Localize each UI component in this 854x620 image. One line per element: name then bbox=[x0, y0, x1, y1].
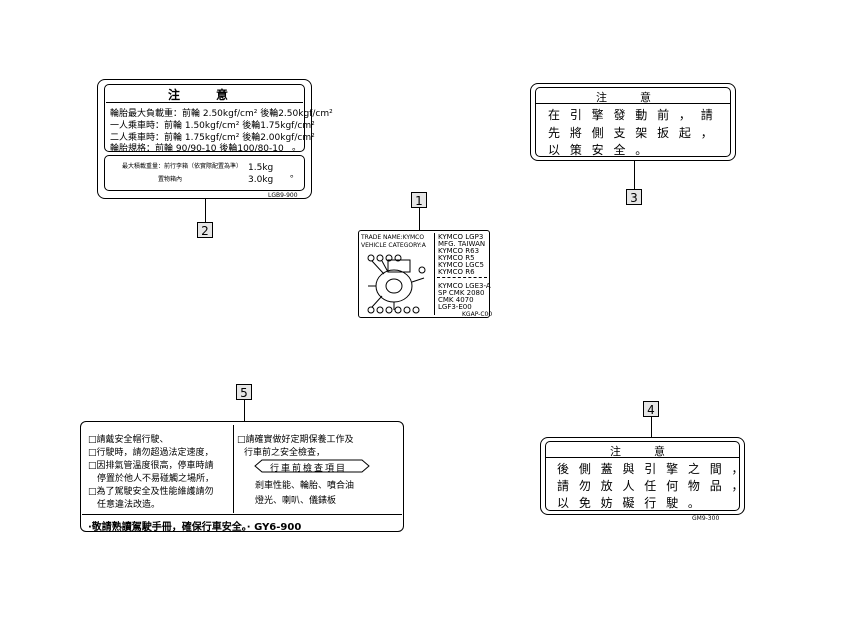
label-1-code: KGAP-C00 bbox=[462, 311, 493, 318]
label-5-footer: ·敬請熟讀駕駛手冊，確保行車安全。· GY6-900 bbox=[88, 522, 302, 533]
callout-4: 4 bbox=[643, 401, 659, 417]
callout-3: 3 bbox=[626, 189, 642, 205]
label-5-divider bbox=[233, 425, 234, 513]
label-2-row-4: 輪胎規格：前輪 90/90-10 後輪100/80-10 bbox=[110, 144, 284, 154]
label-5-left-line-6: 任意違法改造。 bbox=[88, 500, 161, 510]
label-2-row-2: 一人乘車時：前輪 1.50kgf/cm² 後輪1.75kgf/cm² bbox=[110, 121, 315, 131]
label-3-title-rule bbox=[536, 103, 730, 104]
callout-5: 5 bbox=[236, 384, 252, 400]
label-2-row-4-mark: 。 bbox=[292, 143, 302, 153]
label-4-outer bbox=[540, 437, 745, 515]
label-1-right-line-9: CMK 4070 bbox=[438, 296, 474, 304]
label-1-right-line-7: KYMCO LGE3-A bbox=[438, 282, 491, 290]
label-1-frame bbox=[358, 230, 490, 318]
label-5-footer-rule bbox=[82, 514, 402, 515]
label-2-bottom-right-2: 3.0kg bbox=[248, 175, 274, 185]
label-5-left-line-5: □為了駕駛安全及性能維護請勿 bbox=[88, 487, 214, 497]
label-2-inner-bottom bbox=[104, 155, 305, 191]
label-2-outer bbox=[97, 79, 312, 199]
label-3-title: 注 意 bbox=[596, 91, 651, 104]
label-5-right-line-1: □請確實做好定期保養工作及 bbox=[237, 435, 354, 445]
leader-line-3 bbox=[634, 161, 635, 189]
label-5-left-line-2: □行駛時，請勿超過法定速度， bbox=[88, 448, 214, 458]
label-1-trade-name: TRADE NAME:KYMCO bbox=[361, 234, 425, 241]
label-5-left-line-3: □因排氣管溫度很高，停車時請 bbox=[88, 461, 214, 471]
label-1-right-line-5: KYMCO LGC5 bbox=[438, 261, 484, 269]
label-1-diagram bbox=[367, 254, 426, 314]
label-2-row-1: 輪胎最大負載重：前輪 2.50kgf/cm² 後輪2.50kgf/cm² bbox=[110, 109, 333, 119]
label-4-title: 注 意 bbox=[610, 445, 665, 458]
label-2-code: LGB9-900 bbox=[268, 192, 298, 199]
label-1-right-line-4: KYMCO R5 bbox=[438, 254, 475, 262]
label-4-line-2: 請 勿 放 人 任 何 物 品 ， bbox=[557, 479, 747, 493]
label-4-inner bbox=[545, 441, 740, 511]
label-5-right-line-2: 行車前之安全檢查， bbox=[244, 448, 326, 458]
label-5-left-line-1: □請戴安全帽行駛、 bbox=[88, 435, 169, 445]
leader-line-2 bbox=[205, 199, 206, 222]
label-2-bottom-right-1: 1.5kg bbox=[248, 163, 274, 173]
label-2-bottom-left-1: 最大積載重量：前行李箱（依實際配置為準） bbox=[122, 163, 243, 170]
label-5-left-line-4: 停置於他人不易碰觸之場所， bbox=[88, 474, 215, 484]
label-2-bottom-left-2: 置物箱內 bbox=[158, 176, 183, 183]
label-1-right-line-3: KYMCO R63 bbox=[438, 247, 480, 255]
label-4-line-1: 後 側 蓋 與 引 擎 之 間 ， bbox=[557, 462, 747, 476]
label-4-code: GM9-300 bbox=[692, 515, 720, 522]
callout-1: 1 bbox=[411, 192, 427, 208]
label-2-inner-top bbox=[104, 84, 305, 152]
label-1-right-line-2: MFG. TAIWAN bbox=[438, 240, 486, 248]
leader-line-1 bbox=[419, 208, 420, 230]
label-3-outer bbox=[530, 83, 736, 161]
label-5-frame bbox=[80, 421, 404, 532]
label-1-vehicle-category: VEHICLE CATEGORY:A bbox=[361, 242, 426, 249]
label-1-right-line-8: SP CMK 2080 bbox=[438, 289, 485, 297]
label-3-line-3: 以 策 安 全 。 bbox=[548, 143, 651, 157]
label-5-banner-shape bbox=[254, 459, 370, 473]
label-1-right-line-10: LGF3-E00 bbox=[438, 303, 472, 311]
label-1-dashed-rule bbox=[437, 277, 487, 278]
label-5-check-1: 剎車性能、輪胎、噴合油 bbox=[255, 481, 355, 491]
label-2-row-3: 二人乘車時：前輪 1.75kgf/cm² 後輪2.00kgf/cm² bbox=[110, 133, 315, 143]
label-5-check-2: 燈光、喇叭、儀錶板 bbox=[255, 496, 337, 506]
label-3-inner bbox=[535, 87, 731, 157]
label-5-banner-text: 行車前檢查項目 bbox=[270, 464, 348, 474]
label-1-divider bbox=[434, 233, 435, 315]
label-1-right-line-1: KYMCO LGP3 bbox=[438, 233, 484, 241]
leader-line-4 bbox=[651, 417, 652, 437]
leader-line-5 bbox=[244, 400, 245, 421]
label-2-bottom-mark: 。 bbox=[290, 170, 300, 180]
label-4-title-rule bbox=[546, 457, 739, 458]
callout-2: 2 bbox=[197, 222, 213, 238]
label-1-right-line-6: KYMCO R6 bbox=[438, 268, 475, 276]
label-3-line-2: 先 將 側 支 架 扳 起 ， bbox=[548, 126, 716, 140]
label-3-line-1: 在 引 擎 發 動 前 ， 請 bbox=[548, 108, 716, 122]
label-2-title-rule bbox=[106, 102, 303, 103]
label-4-line-3: 以 免 妨 礙 行 駛 。 bbox=[557, 496, 703, 510]
label-2-title: 注 意 bbox=[168, 88, 229, 102]
